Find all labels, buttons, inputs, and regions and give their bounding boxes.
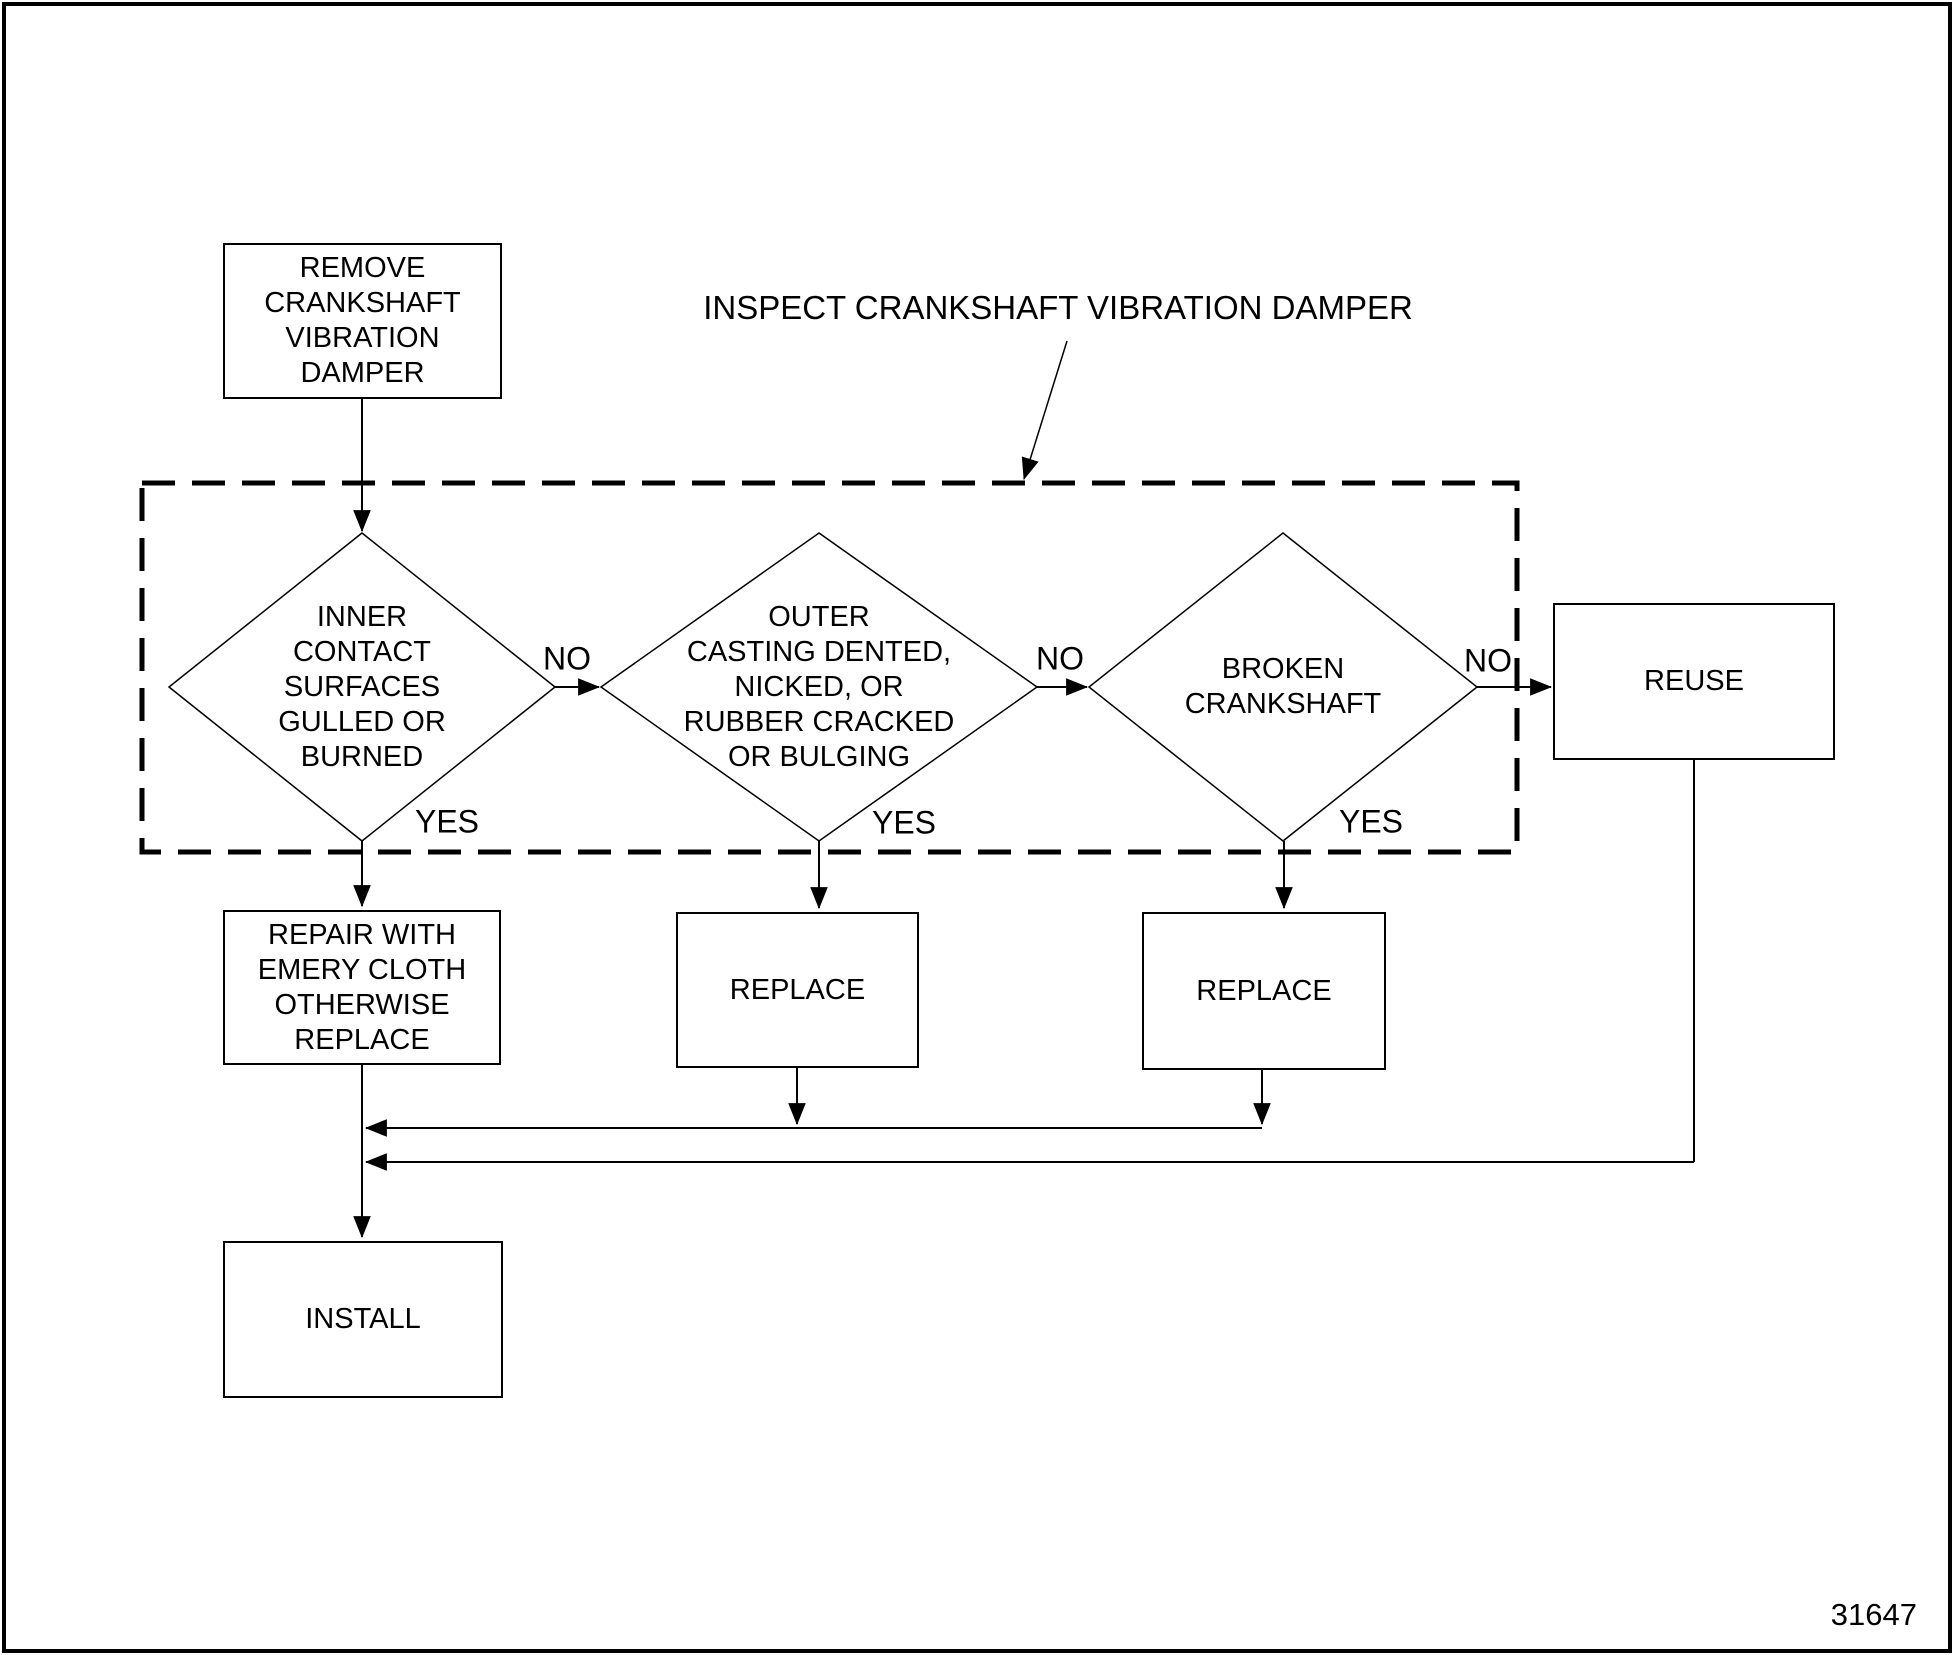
node-repair-or-replace: REPAIR WITH EMERY CLOTH OTHERWISE REPLAC… xyxy=(223,910,501,1065)
figure-number: 31647 xyxy=(1830,1597,1917,1632)
node-replace-broken: REPLACE xyxy=(1142,912,1386,1070)
edge-label-inner-no: NO xyxy=(543,640,591,677)
edge-label-outer-yes: YES xyxy=(871,804,937,841)
node-install: INSTALL xyxy=(223,1241,503,1398)
decision-text-inner: INNER CONTACT SURFACES GULLED OR BURNED xyxy=(278,600,446,773)
node-remove-damper: REMOVE CRANKSHAFT VIBRATION DAMPER xyxy=(223,243,502,399)
decision-text-broken: BROKEN CRANKSHAFT xyxy=(1184,653,1382,720)
title-annotation-arrow xyxy=(1021,340,1068,481)
edge-label-inner-yes: YES xyxy=(414,803,480,840)
node-replace-outer: REPLACE xyxy=(676,912,919,1068)
decision-text-outer: OUTER CASTING DENTED, NICKED, OR RUBBER … xyxy=(683,600,955,773)
edge-label-broken-no: NO xyxy=(1464,642,1512,679)
inspect-region-outline xyxy=(139,480,1520,855)
node-reuse: REUSE xyxy=(1553,603,1835,760)
edge-label-outer-no: NO xyxy=(1036,640,1084,677)
edge-label-broken-yes: YES xyxy=(1338,803,1404,840)
diagram-title: INSPECT CRANKSHAFT VIBRATION DAMPER xyxy=(703,289,1413,326)
